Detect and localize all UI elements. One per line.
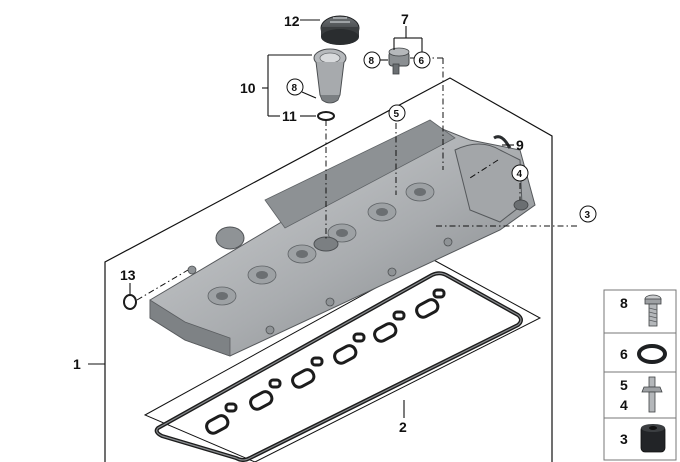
parts-legend: 8 6 5 4	[603, 289, 677, 461]
callout-9: 9	[516, 137, 524, 153]
legend-label-3: 3	[620, 431, 628, 447]
callout-12: 12	[284, 13, 300, 29]
assembly-outline	[104, 77, 553, 462]
legend-label-6: 6	[620, 346, 628, 362]
oil-filler-cap	[320, 15, 360, 45]
callout-11: 11	[282, 108, 297, 124]
callout-3: 3	[585, 210, 591, 221]
gasket-frame	[143, 257, 542, 462]
callout-circles: 8 6 8 5 4 3	[286, 51, 597, 223]
stud-bolt-icon	[641, 376, 663, 413]
legend-item-3: 3	[620, 424, 666, 453]
leader-lines	[88, 19, 514, 418]
callout-4: 4	[517, 169, 523, 180]
callout-8-neck: 8	[292, 83, 298, 94]
valve-cover-gasket	[154, 271, 523, 462]
legend-label-5: 5	[620, 377, 628, 393]
filler-neck-o-ring	[317, 111, 335, 121]
callout-6: 6	[419, 56, 425, 67]
o-ring-13	[123, 294, 137, 310]
cylinder-head-cover	[149, 119, 536, 357]
o-ring-icon	[637, 344, 667, 364]
rubber-mount-icon	[640, 424, 666, 453]
installation-lines	[136, 57, 578, 301]
callout-7: 7	[401, 11, 409, 27]
callout-5: 5	[394, 109, 400, 120]
oil-filler-neck	[313, 48, 347, 104]
legend-item-5-4: 5 4	[620, 376, 663, 413]
legend-label-4: 4	[620, 397, 628, 413]
callout-8-sensor: 8	[369, 56, 375, 67]
bolt-icon	[644, 294, 662, 327]
callout-2: 2	[399, 419, 407, 435]
legend-item-6: 6	[620, 344, 667, 364]
legend-label-8: 8	[620, 295, 628, 311]
callout-1: 1	[73, 356, 81, 372]
vent-hose-clip	[493, 135, 512, 149]
legend-item-8: 8	[620, 294, 662, 327]
callout-13: 13	[120, 267, 136, 283]
sensor-assembly	[388, 47, 410, 75]
callout-10: 10	[240, 80, 256, 96]
